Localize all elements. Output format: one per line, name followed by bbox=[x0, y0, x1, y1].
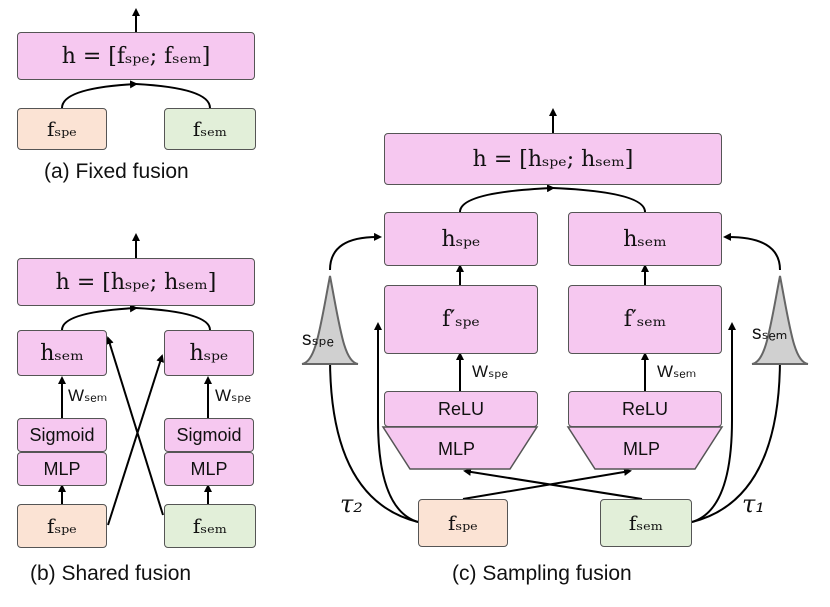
concat-box-a: h = [fₛₚₑ; fₛₑₘ] bbox=[17, 32, 255, 80]
mlp-label-left-c: MLP bbox=[438, 439, 476, 459]
input-sem-c: fₛₑₘ bbox=[600, 499, 692, 547]
sample-c-right-line bbox=[723, 232, 781, 271]
edge-a-sem bbox=[135, 83, 211, 109]
sample-label-sem: sₛₑₘ bbox=[752, 323, 788, 344]
edge-b-right bbox=[135, 307, 211, 331]
mlp-box-left-b: MLP bbox=[17, 452, 107, 486]
f-prime-sem-box-c: f′ₛₑₘ bbox=[568, 285, 722, 354]
input-sem-a: fₛₑₘ bbox=[164, 108, 256, 150]
h-spe-box-c: hₛₚₑ bbox=[384, 212, 538, 266]
gaussian-icon-right bbox=[751, 275, 809, 365]
cross-b-sem bbox=[105, 336, 164, 516]
cross-b-spe bbox=[107, 354, 164, 526]
concat-box-b: h = [hₛₚₑ; hₛₑₘ] bbox=[17, 258, 255, 306]
h-sem-box-c: hₛₑₘ bbox=[568, 212, 722, 266]
edge-c-right bbox=[552, 187, 646, 213]
cross-c-spe bbox=[462, 468, 632, 500]
edge-a-spe bbox=[61, 80, 138, 109]
sigmoid-box-left-b: Sigmoid bbox=[17, 418, 107, 452]
sample-label-spe: sₛₚₑ bbox=[302, 329, 334, 350]
edge-b-left bbox=[61, 304, 138, 331]
tau-c-right-line bbox=[691, 356, 784, 523]
tau-c-left-line bbox=[326, 356, 419, 523]
weight-label-wspe-c: Wₛₚₑ bbox=[472, 362, 508, 381]
cross-c-sem bbox=[463, 467, 643, 500]
input-spe-c: fₛₚₑ bbox=[418, 499, 508, 547]
relu-box-left-c: ReLU bbox=[384, 391, 538, 427]
tau-label-1: τ₁ bbox=[742, 490, 765, 518]
mlp-box-right-b: MLP bbox=[164, 452, 254, 486]
skip-c-right bbox=[691, 322, 736, 523]
concat-box-c: h = [hₛₚₑ; hₛₑₘ] bbox=[384, 133, 722, 185]
weight-label-wspe-b: Wₛₚₑ bbox=[215, 386, 251, 405]
caption-a: (a) Fixed fusion bbox=[44, 160, 189, 183]
skip-c-left bbox=[374, 322, 419, 523]
weight-label-wsem-b: Wₛₑₘ bbox=[68, 386, 108, 405]
sample-c-left-line bbox=[329, 232, 382, 271]
edge-c-left bbox=[459, 184, 555, 213]
gaussian-icon-left bbox=[301, 275, 359, 365]
weight-label-wsem-c: Wₛₑₘ bbox=[657, 362, 697, 381]
h-spe-box-b: hₛₚₑ bbox=[164, 330, 254, 376]
caption-b: (b) Shared fusion bbox=[30, 562, 192, 585]
mlp-label-right-c: MLP bbox=[623, 439, 661, 459]
mlp-trapezoid-left bbox=[381, 426, 539, 470]
sigmoid-box-right-b: Sigmoid bbox=[164, 418, 254, 452]
input-spe-a: fₛₚₑ bbox=[17, 108, 107, 150]
f-prime-spe-box-c: f′ₛₚₑ bbox=[384, 285, 538, 354]
input-sem-b: fₛₑₘ bbox=[164, 504, 256, 548]
input-spe-b: fₛₚₑ bbox=[17, 504, 107, 548]
relu-box-right-c: ReLU bbox=[568, 391, 722, 427]
tau-label-2: τ₂ bbox=[340, 490, 363, 518]
mlp-trapezoid-right bbox=[566, 426, 724, 470]
caption-c: (c) Sampling fusion bbox=[452, 562, 632, 585]
h-sem-box-b: hₛₑₘ bbox=[17, 330, 107, 376]
